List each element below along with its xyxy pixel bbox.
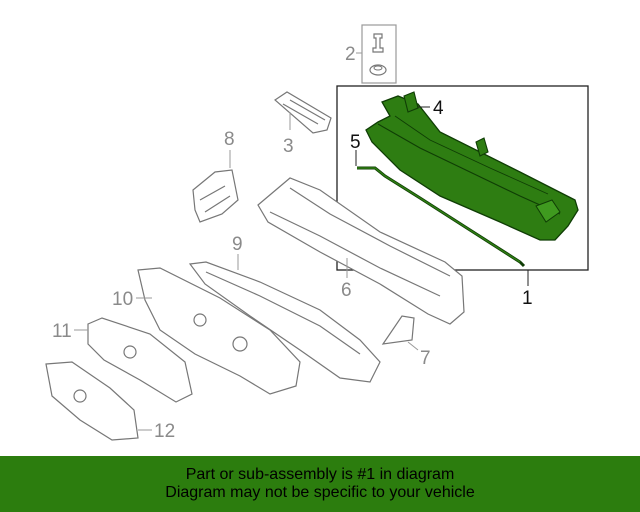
callout-1: 1 xyxy=(522,288,533,309)
part-3-bracket xyxy=(274,91,332,134)
part-8-reinforcement xyxy=(192,169,239,223)
banner-line-2: Diagram may not be specific to your vehi… xyxy=(165,484,475,501)
callout-9: 9 xyxy=(232,234,243,255)
callout-11: 11 xyxy=(52,321,72,342)
callout-2: 2 xyxy=(345,44,356,65)
parts-diagram: 2 3 1 4 5 8 6 9 xyxy=(45,24,589,442)
part-10-insulator xyxy=(137,267,301,395)
info-banner: Part or sub-assembly is #1 in diagram Di… xyxy=(0,456,640,512)
callout-5: 5 xyxy=(350,132,361,153)
callout-4: 4 xyxy=(433,98,444,119)
callout-8: 8 xyxy=(224,129,235,150)
banner-line-1: Part or sub-assembly is #1 in diagram xyxy=(185,466,455,483)
callout-12: 12 xyxy=(154,421,175,442)
part-7-bracket xyxy=(381,315,415,345)
callout-6: 6 xyxy=(341,280,352,301)
callout-3: 3 xyxy=(283,136,294,157)
part-1-cowl-panel xyxy=(365,91,579,241)
part-6-panel xyxy=(257,177,465,325)
callout-10: 10 xyxy=(112,289,133,310)
part-11-insulator xyxy=(87,317,193,403)
callout-7: 7 xyxy=(420,348,431,369)
part-9-dash-panel xyxy=(188,261,381,383)
part-1-callout-box xyxy=(336,85,589,271)
part-2-bolt-box xyxy=(356,24,397,84)
part-12-insulator xyxy=(45,361,139,441)
